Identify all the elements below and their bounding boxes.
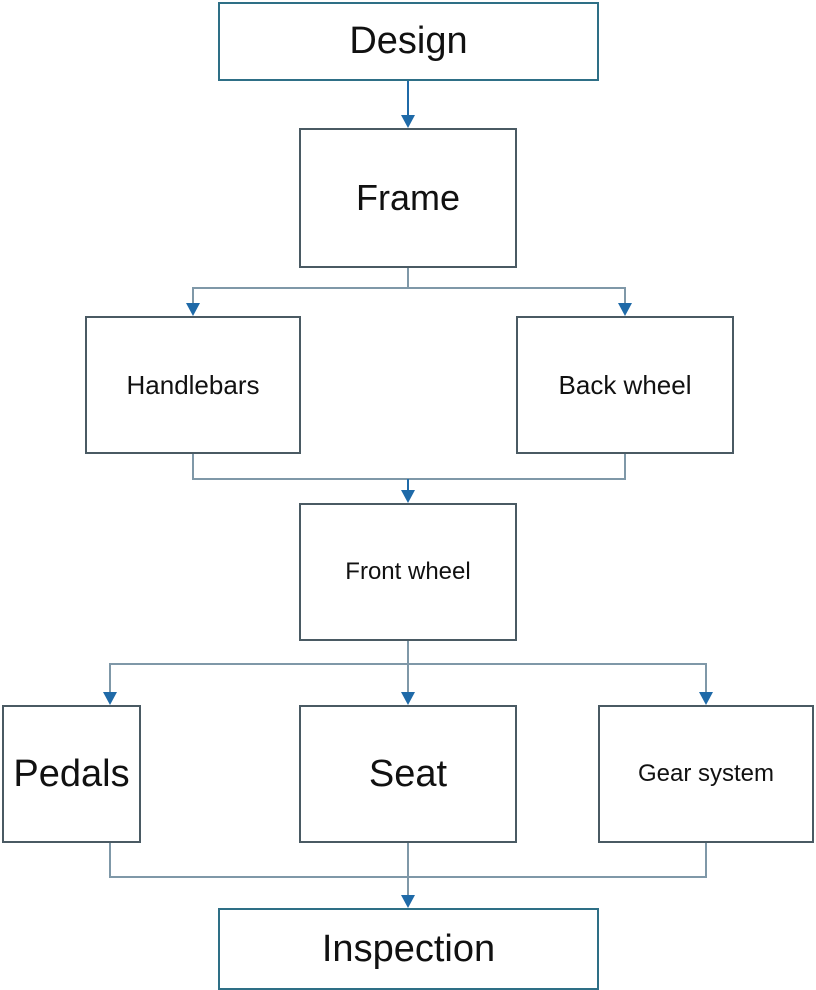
node-gear-system-label: Gear system: [637, 760, 775, 787]
node-handlebars-label: Handlebars: [126, 369, 260, 400]
edge-front-wheel-branch: [109, 663, 707, 693]
arrowhead-front-wheel: [401, 490, 415, 503]
node-inspection: Inspection: [218, 908, 599, 990]
arrowhead-seat: [401, 692, 415, 705]
node-seat: Seat: [299, 705, 517, 843]
node-design-label: Design: [349, 20, 468, 62]
node-front-wheel: Front wheel: [299, 503, 517, 641]
node-inspection-label: Inspection: [321, 927, 496, 970]
arrowhead-frame-handlebars: [186, 303, 200, 316]
node-pedals-label: Pedals: [13, 752, 130, 795]
arrowhead-gear-system: [699, 692, 713, 705]
node-front-wheel-label: Front wheel: [345, 558, 471, 585]
arrowhead-design-frame: [401, 115, 415, 128]
node-frame-label: Frame: [355, 177, 460, 218]
node-gear-system: Gear system: [598, 705, 814, 843]
arrowhead-inspection: [401, 895, 415, 908]
node-handlebars: Handlebars: [85, 316, 301, 454]
node-back-wheel: Back wheel: [516, 316, 734, 454]
edge-merge-front-wheel: [192, 454, 626, 480]
node-back-wheel-label: Back wheel: [558, 369, 692, 400]
arrowhead-pedals: [103, 692, 117, 705]
edge-frame-branch: [192, 287, 626, 304]
arrowhead-frame-back-wheel: [618, 303, 632, 316]
node-frame: Frame: [299, 128, 517, 268]
node-design: Design: [218, 2, 599, 81]
node-seat-label: Seat: [368, 752, 448, 795]
node-pedals: Pedals: [2, 705, 141, 843]
